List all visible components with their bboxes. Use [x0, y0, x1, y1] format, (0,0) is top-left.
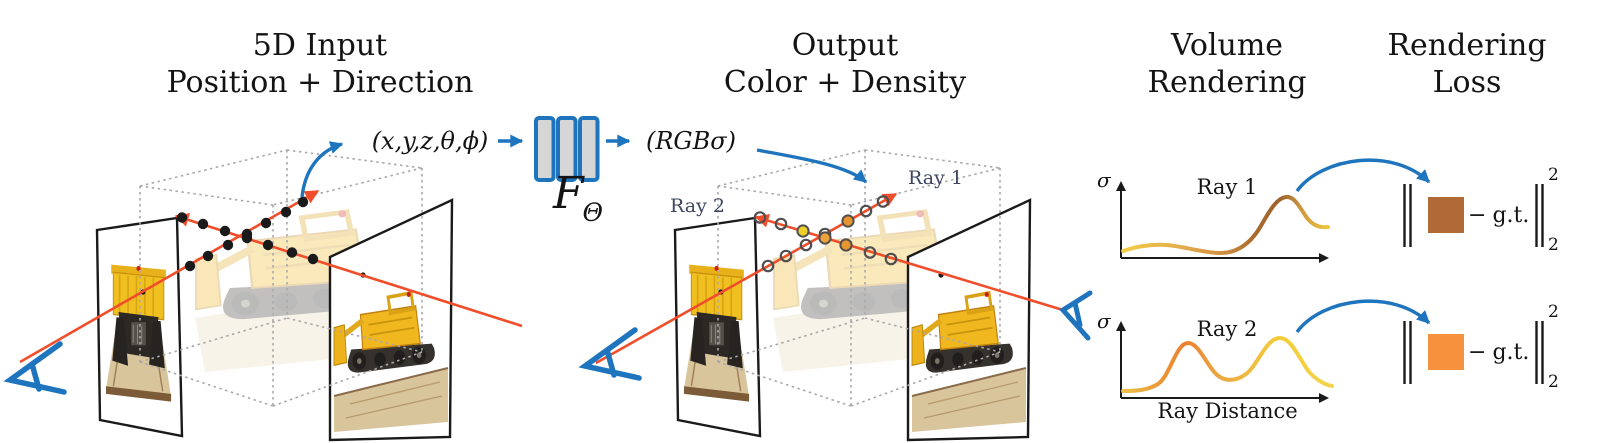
header-line2: Loss [1432, 65, 1502, 100]
header-line2: Position + Direction [166, 65, 474, 100]
network-input-label: (x,y,z,θ,ϕ) [371, 127, 489, 155]
plot1-ray-label: Ray 1 [1196, 175, 1258, 199]
header-line1: Output [791, 28, 899, 63]
scene-ray1-label: Ray 1 [908, 167, 963, 189]
function-symbol: F [553, 168, 584, 219]
ground-truth-label: g.t. [1492, 203, 1530, 228]
arrow-plot2-to-loss [1295, 299, 1431, 334]
arrow-plot1-to-loss [1295, 158, 1431, 193]
output-scene-rays [595, 192, 1064, 365]
input-scene [97, 150, 452, 440]
header-line2: Color + Density [723, 65, 967, 100]
minus-sign: − [1468, 203, 1487, 228]
header-line1: Rendering [1387, 28, 1547, 63]
header-rendering-loss: Rendering Loss [1367, 27, 1567, 101]
ray-line [174, 213, 523, 328]
header-output: Output Color + Density [645, 27, 1045, 101]
loss-norm-bars [1403, 184, 1544, 384]
loss-expression-ray2: −g.t. [1468, 340, 1529, 365]
network-function-label: FΘ [553, 172, 604, 228]
network-output-label: (RGBσ) [646, 127, 736, 155]
plot2-ray-label: Ray 2 [1196, 317, 1258, 341]
sample-points-black [176, 196, 319, 272]
function-subscript: Θ [582, 198, 604, 227]
sigma-label-plot2: σ [1097, 309, 1111, 333]
camera-icon-output-right [1059, 290, 1093, 341]
mlp-icon [534, 116, 600, 182]
ground-truth-label: g.t. [1492, 340, 1530, 365]
flow-arrows [300, 134, 1431, 334]
header-line1: Volume [1170, 28, 1284, 63]
header-line1: 5D Input [252, 28, 388, 63]
density-plot-ray1 [1116, 181, 1330, 263]
scene-ray2-label: Ray 2 [670, 195, 725, 217]
header-volume-rendering: Volume Rendering [1127, 27, 1327, 101]
loss2-exponent: 2 [1548, 302, 1559, 322]
header-line2: Rendering [1147, 65, 1307, 100]
density-plot-ray2 [1116, 321, 1334, 403]
minus-sign: − [1468, 340, 1487, 365]
plot-xaxis-label: Ray Distance [1157, 399, 1298, 423]
predicted-color-swatch-ray2 [1428, 334, 1464, 370]
loss-expression-ray1: −g.t. [1468, 203, 1529, 228]
density-curve-ray1 [1121, 194, 1330, 256]
input-scene-rays [19, 189, 523, 364]
arrow-sample-to-input-label [300, 141, 344, 198]
density-curve-ray2 [1121, 335, 1334, 393]
output-scene [675, 150, 1030, 440]
sample-points-colored [796, 214, 855, 252]
loss1-subscript: 2 [1548, 235, 1559, 255]
loss2-subscript: 2 [1548, 372, 1559, 392]
predicted-color-swatch-ray1 [1428, 197, 1464, 233]
header-5d-input: 5D Input Position + Direction [120, 27, 520, 101]
sigma-label-plot1: σ [1097, 168, 1111, 192]
arrow-output-to-scene [756, 148, 868, 184]
loss1-exponent: 2 [1548, 165, 1559, 185]
